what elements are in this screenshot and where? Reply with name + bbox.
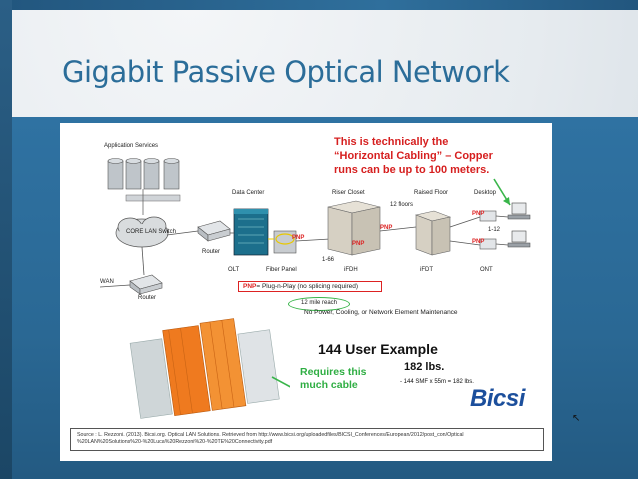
core-switch-cloud-icon: [115, 216, 169, 248]
label-ifdt: iFDT: [420, 267, 433, 273]
pnp-legend: PNP= Plug-n-Play (no splicing required): [238, 281, 382, 292]
label-router-top: Router: [202, 249, 221, 255]
raised-floor-terminal-icon: [414, 210, 452, 256]
desktop-computer-icon: [507, 202, 531, 220]
pnp-tag: PNP: [292, 235, 305, 241]
label-core-switch: CORE LAN Switch: [126, 229, 177, 235]
diagram-card: Application Services CORE LAN Switch Rou…: [60, 123, 580, 461]
callout-line: much cable: [300, 379, 358, 391]
bicsi-logo: Bicsi: [470, 385, 525, 412]
mouse-cursor-icon: ↖: [572, 413, 581, 424]
olt-rack-icon: [233, 208, 269, 256]
slide-top-bar: [0, 0, 638, 10]
cable-amount-callout: Requires this much cable: [300, 366, 400, 392]
riser-cabinet-icon: [327, 200, 381, 256]
label-ifdh: iFDH: [344, 267, 358, 273]
pnp-tag: PNP: [380, 225, 393, 231]
label-range-1-12: 1-12: [488, 227, 501, 233]
router-icon: [197, 220, 231, 242]
label-raised-floor: Raised Floor: [414, 190, 449, 196]
label-data-center: Data Center: [232, 190, 265, 196]
callout-line: Requires this: [300, 366, 367, 378]
cable-weight: 182 lbs.: [404, 361, 445, 373]
slide-side-bar: [0, 0, 12, 479]
label-olt: OLT: [228, 267, 240, 273]
label-fiber-panel: Fiber Panel: [266, 267, 297, 273]
callout-line: runs can be up to 100 meters.: [334, 164, 490, 176]
slide-title: Gigabit Passive Optical Network: [62, 55, 510, 89]
router-icon: [129, 274, 163, 295]
pnp-legend-text: = Plug-n-Play (no splicing required): [256, 283, 359, 290]
label-desktop: Desktop: [474, 190, 497, 196]
cable-weight-calculation: - 144 SMF x 55m = 182 lbs.: [400, 379, 474, 385]
user-example-heading: 144 User Example: [318, 341, 438, 357]
callout-arrow: [271, 376, 290, 388]
pnp-tag: PNP: [472, 211, 485, 217]
source-citation: Source : L. Rezzoni. (2013). Bicsi.org. …: [70, 428, 544, 451]
label-range-1-66: 1-66: [322, 257, 335, 263]
label-floors: 12 floors: [390, 202, 414, 208]
label-riser-closet: Riser Closet: [332, 190, 365, 196]
fiber-panel-icon: [273, 230, 297, 254]
desktop-computer-icon: [507, 230, 531, 248]
server-cluster-icon: [107, 158, 180, 190]
label-ont: ONT: [480, 267, 493, 273]
cable-bundle-photo: [120, 311, 290, 421]
network-diagram: [99, 158, 531, 295]
source-line: Source : L. Rezzoni. (2013). Bicsi.org. …: [77, 432, 464, 438]
callout-line: “Horizontal Cabling” – Copper: [334, 150, 493, 162]
callout-line: This is technically the: [334, 136, 449, 148]
reach-label: 12 mile reach: [288, 297, 350, 311]
pnp-tag: PNP: [472, 239, 485, 245]
label-router-bottom: Router: [138, 295, 157, 301]
label-application-services: Application Services: [104, 143, 159, 149]
source-line: %20LAN%20Solutions%20-%20Luca%20Rezzoni%…: [77, 439, 273, 445]
pnp-tag: PNP: [352, 241, 365, 247]
label-wan: WAN: [100, 279, 114, 285]
pnp-legend-key: PNP: [243, 283, 257, 290]
maintenance-label: No Power, Cooling, or Network Element Ma…: [304, 309, 458, 316]
horizontal-cabling-callout: This is technically the “Horizontal Cabl…: [334, 135, 544, 177]
